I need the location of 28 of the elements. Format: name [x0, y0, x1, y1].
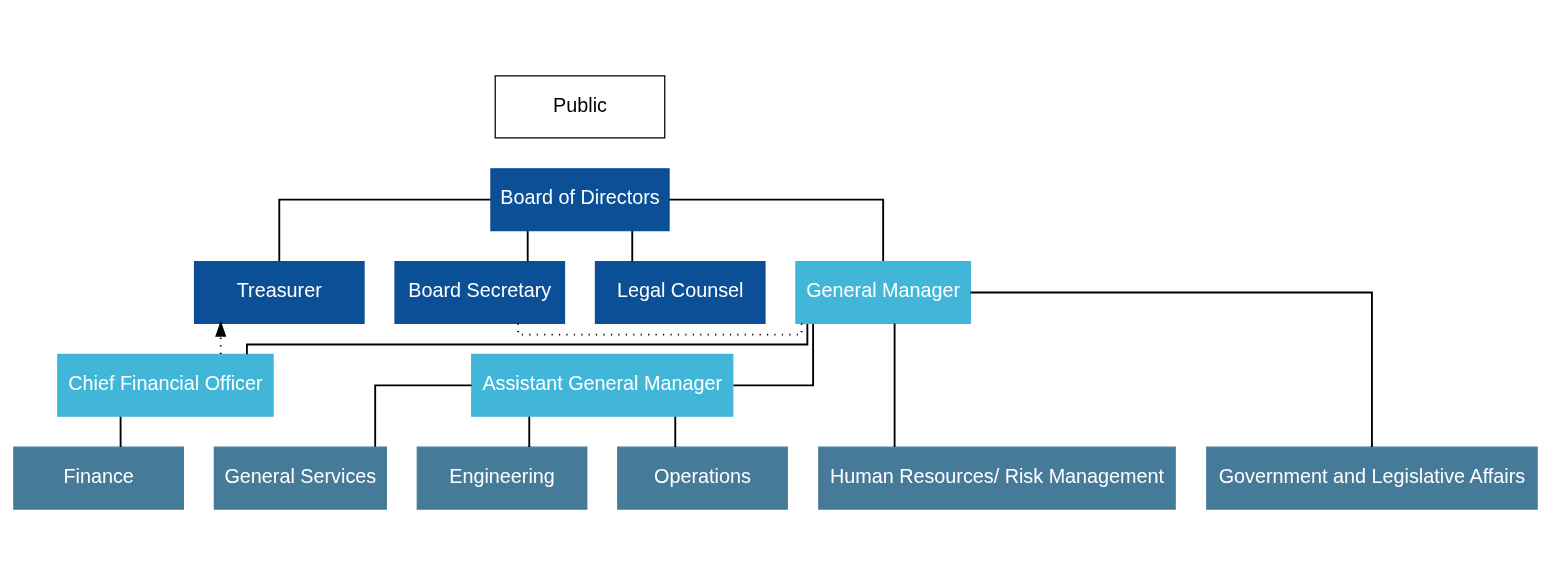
connector — [528, 415, 531, 448]
connector — [278, 198, 492, 262]
connector — [631, 229, 634, 262]
node-box: Legal Counsel — [594, 260, 766, 324]
connector — [119, 415, 122, 448]
node-box: Board of Directors — [490, 167, 670, 231]
node-box: Board Secretary — [394, 260, 566, 324]
node-box: Treasurer — [193, 260, 365, 324]
node-box: Human Resources/ Risk Management — [818, 446, 1176, 510]
connector — [374, 383, 473, 448]
connector — [517, 322, 803, 335]
connector — [668, 198, 885, 262]
connector — [893, 322, 896, 448]
connector — [246, 322, 809, 355]
node-box: Finance — [13, 446, 184, 510]
connector — [526, 229, 529, 262]
connector — [674, 415, 677, 448]
node-box: Operations — [617, 446, 788, 510]
connector — [969, 291, 1373, 448]
arrow — [215, 320, 227, 355]
node-box: General Manager — [795, 260, 971, 324]
node-box: Government and Legislative Affairs — [1206, 446, 1538, 510]
node-box: Chief Financial Officer — [57, 353, 274, 417]
node-box: Engineering — [416, 446, 588, 510]
node-box: Public — [494, 74, 666, 138]
node-box: Assistant General Manager — [471, 353, 734, 417]
node-box: General Services — [213, 446, 387, 510]
connector — [732, 322, 814, 386]
